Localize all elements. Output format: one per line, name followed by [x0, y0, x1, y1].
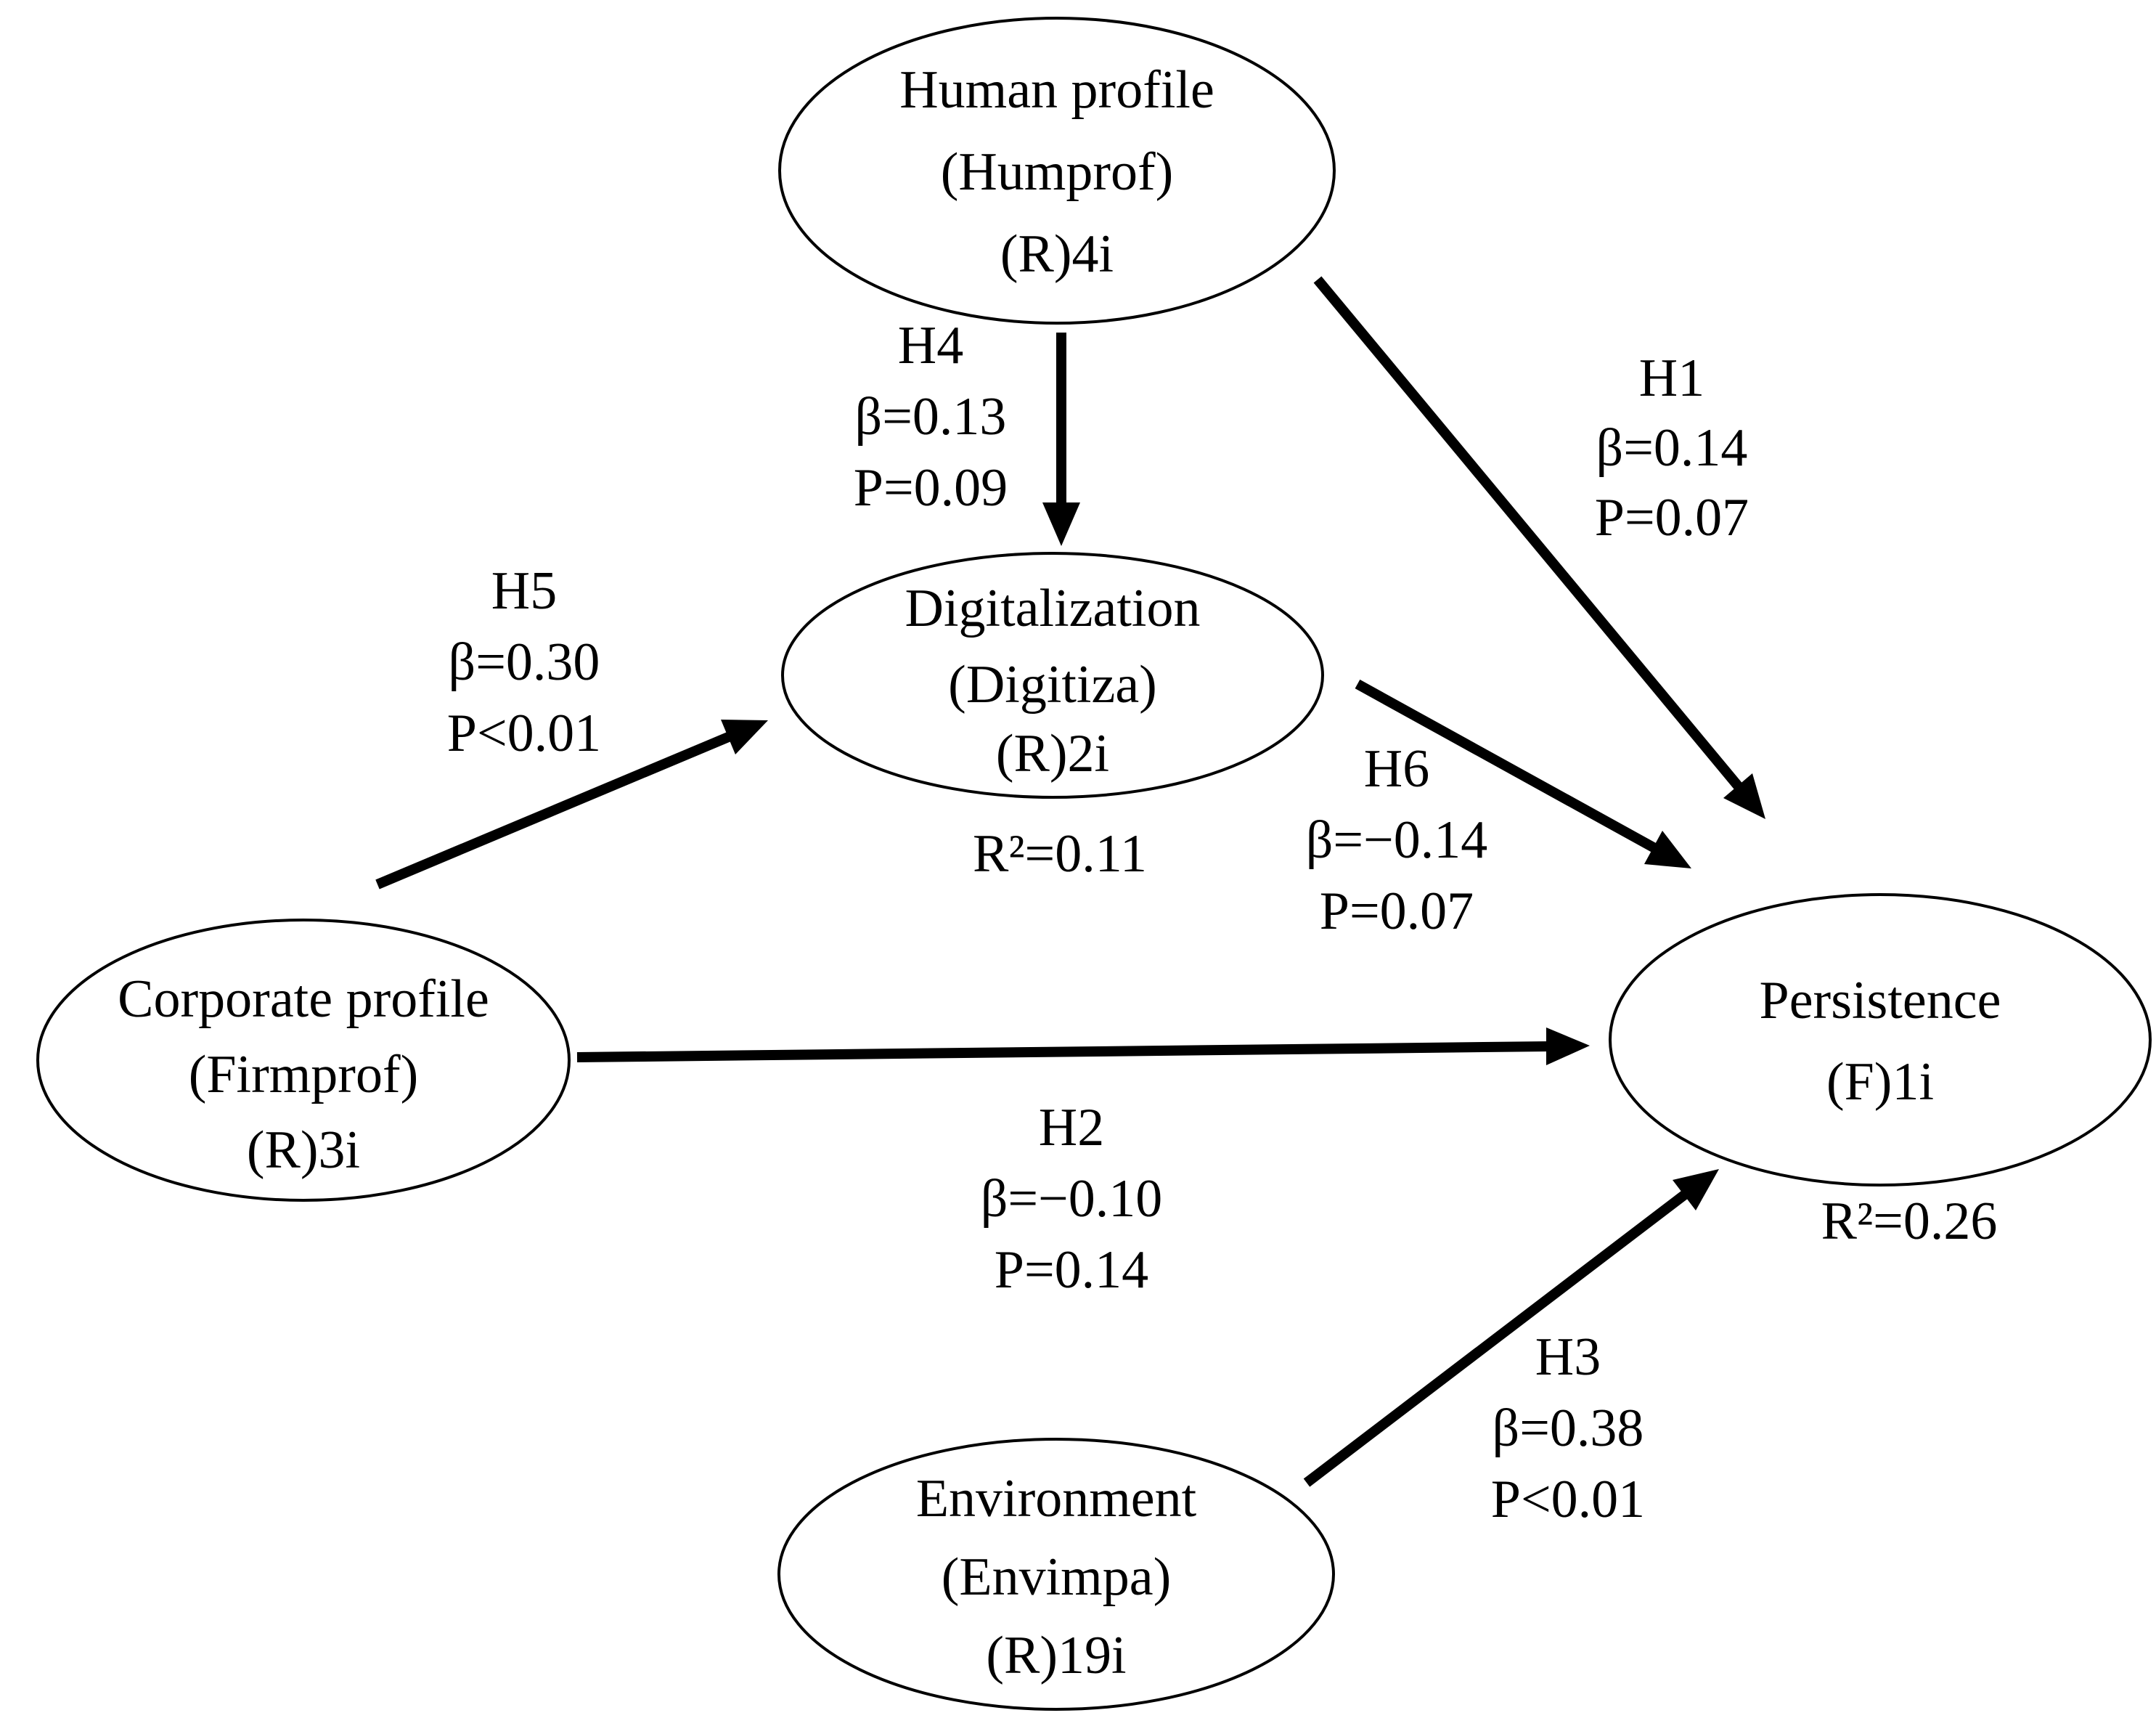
environment-line2: (Envimpa) [942, 1547, 1171, 1607]
persistence-line2: (F)1i [1826, 1052, 1934, 1112]
digitalization-line2: (Digitiza) [948, 655, 1157, 715]
node-digitalization: Digitalization (Digitiza) (R)2i R²=0.11 [781, 552, 1324, 884]
h6-arrowhead [1644, 831, 1691, 868]
h5-pvalue: P<0.01 [447, 704, 601, 763]
h5-beta: β=0.30 [449, 632, 600, 692]
node-persistence: Persistence (F)1i R²=0.26 [1609, 893, 2152, 1251]
h6-beta: β=−0.14 [1306, 810, 1488, 870]
h4-beta: β=0.13 [855, 387, 1007, 447]
h2-beta: β=−0.10 [981, 1169, 1163, 1229]
h1-arrow-line [1313, 276, 1745, 793]
h3-arrow-line [1303, 1188, 1691, 1487]
path-h5: H5 β=0.30 P<0.01 [375, 561, 768, 890]
human-profile-line3: (R)4i [1000, 224, 1114, 284]
path-h3: H3 β=0.38 P<0.01 [1303, 1169, 1719, 1529]
human-profile-line1: Human profile [899, 60, 1214, 120]
digitalization-ellipse [781, 552, 1324, 799]
human-profile-line2: (Humprof) [941, 142, 1174, 202]
human-profile-ellipse [778, 17, 1336, 325]
environment-line3: (R)19i [986, 1626, 1126, 1685]
h3-pvalue: P<0.01 [1491, 1470, 1645, 1529]
h2-arrow-line [576, 1041, 1551, 1062]
path-h1: H1 β=0.14 P=0.07 [1313, 276, 1765, 819]
persistence-ellipse [1609, 893, 2152, 1186]
h5-arrow-line [375, 730, 734, 890]
node-human-profile: Human profile (Humprof) (R)4i [778, 17, 1336, 325]
persistence-r-squared: R²=0.26 [1821, 1192, 1998, 1251]
h6-pvalue: P=0.07 [1320, 882, 1474, 941]
digitalization-line1: Digitalization [905, 579, 1201, 638]
environment-line1: Environment [916, 1469, 1197, 1529]
h3-label: H3 [1535, 1327, 1601, 1387]
digitalization-line3: (R)2i [996, 724, 1109, 783]
corporate-profile-ellipse [36, 919, 571, 1202]
path-h6: H6 β=−0.14 P=0.07 [1306, 679, 1691, 941]
h4-arrowhead [1042, 502, 1080, 546]
corporate-profile-line1: Corporate profile [118, 969, 489, 1029]
path-h2: H2 β=−0.10 P=0.14 [576, 1027, 1590, 1300]
corporate-profile-line3: (R)3i [247, 1120, 360, 1180]
digitalization-r-squared: R²=0.11 [973, 824, 1147, 884]
h6-arrow-line [1355, 679, 1660, 855]
h1-arrowhead [1723, 773, 1765, 819]
h2-pvalue: P=0.14 [995, 1240, 1148, 1300]
h6-label: H6 [1364, 739, 1429, 799]
path-h4: H4 β=0.13 P=0.09 [854, 316, 1080, 546]
node-corporate-profile: Corporate profile (Firmprof) (R)3i [36, 919, 571, 1202]
h1-pvalue: P=0.07 [1595, 488, 1749, 548]
h1-label: H1 [1639, 349, 1704, 408]
h2-arrowhead [1546, 1027, 1590, 1065]
h3-arrowhead [1673, 1169, 1719, 1210]
h2-label: H2 [1039, 1098, 1104, 1157]
environment-ellipse [777, 1438, 1335, 1711]
h4-label: H4 [898, 316, 963, 375]
h5-arrowhead [721, 720, 768, 754]
h4-pvalue: P=0.09 [854, 458, 1008, 518]
h1-beta: β=0.14 [1596, 418, 1748, 478]
node-environment: Environment (Envimpa) (R)19i [777, 1438, 1335, 1711]
h3-beta: β=0.38 [1493, 1399, 1644, 1458]
persistence-line1: Persistence [1760, 971, 2001, 1030]
h5-label: H5 [491, 561, 557, 621]
corporate-profile-line2: (Firmprof) [189, 1045, 419, 1104]
